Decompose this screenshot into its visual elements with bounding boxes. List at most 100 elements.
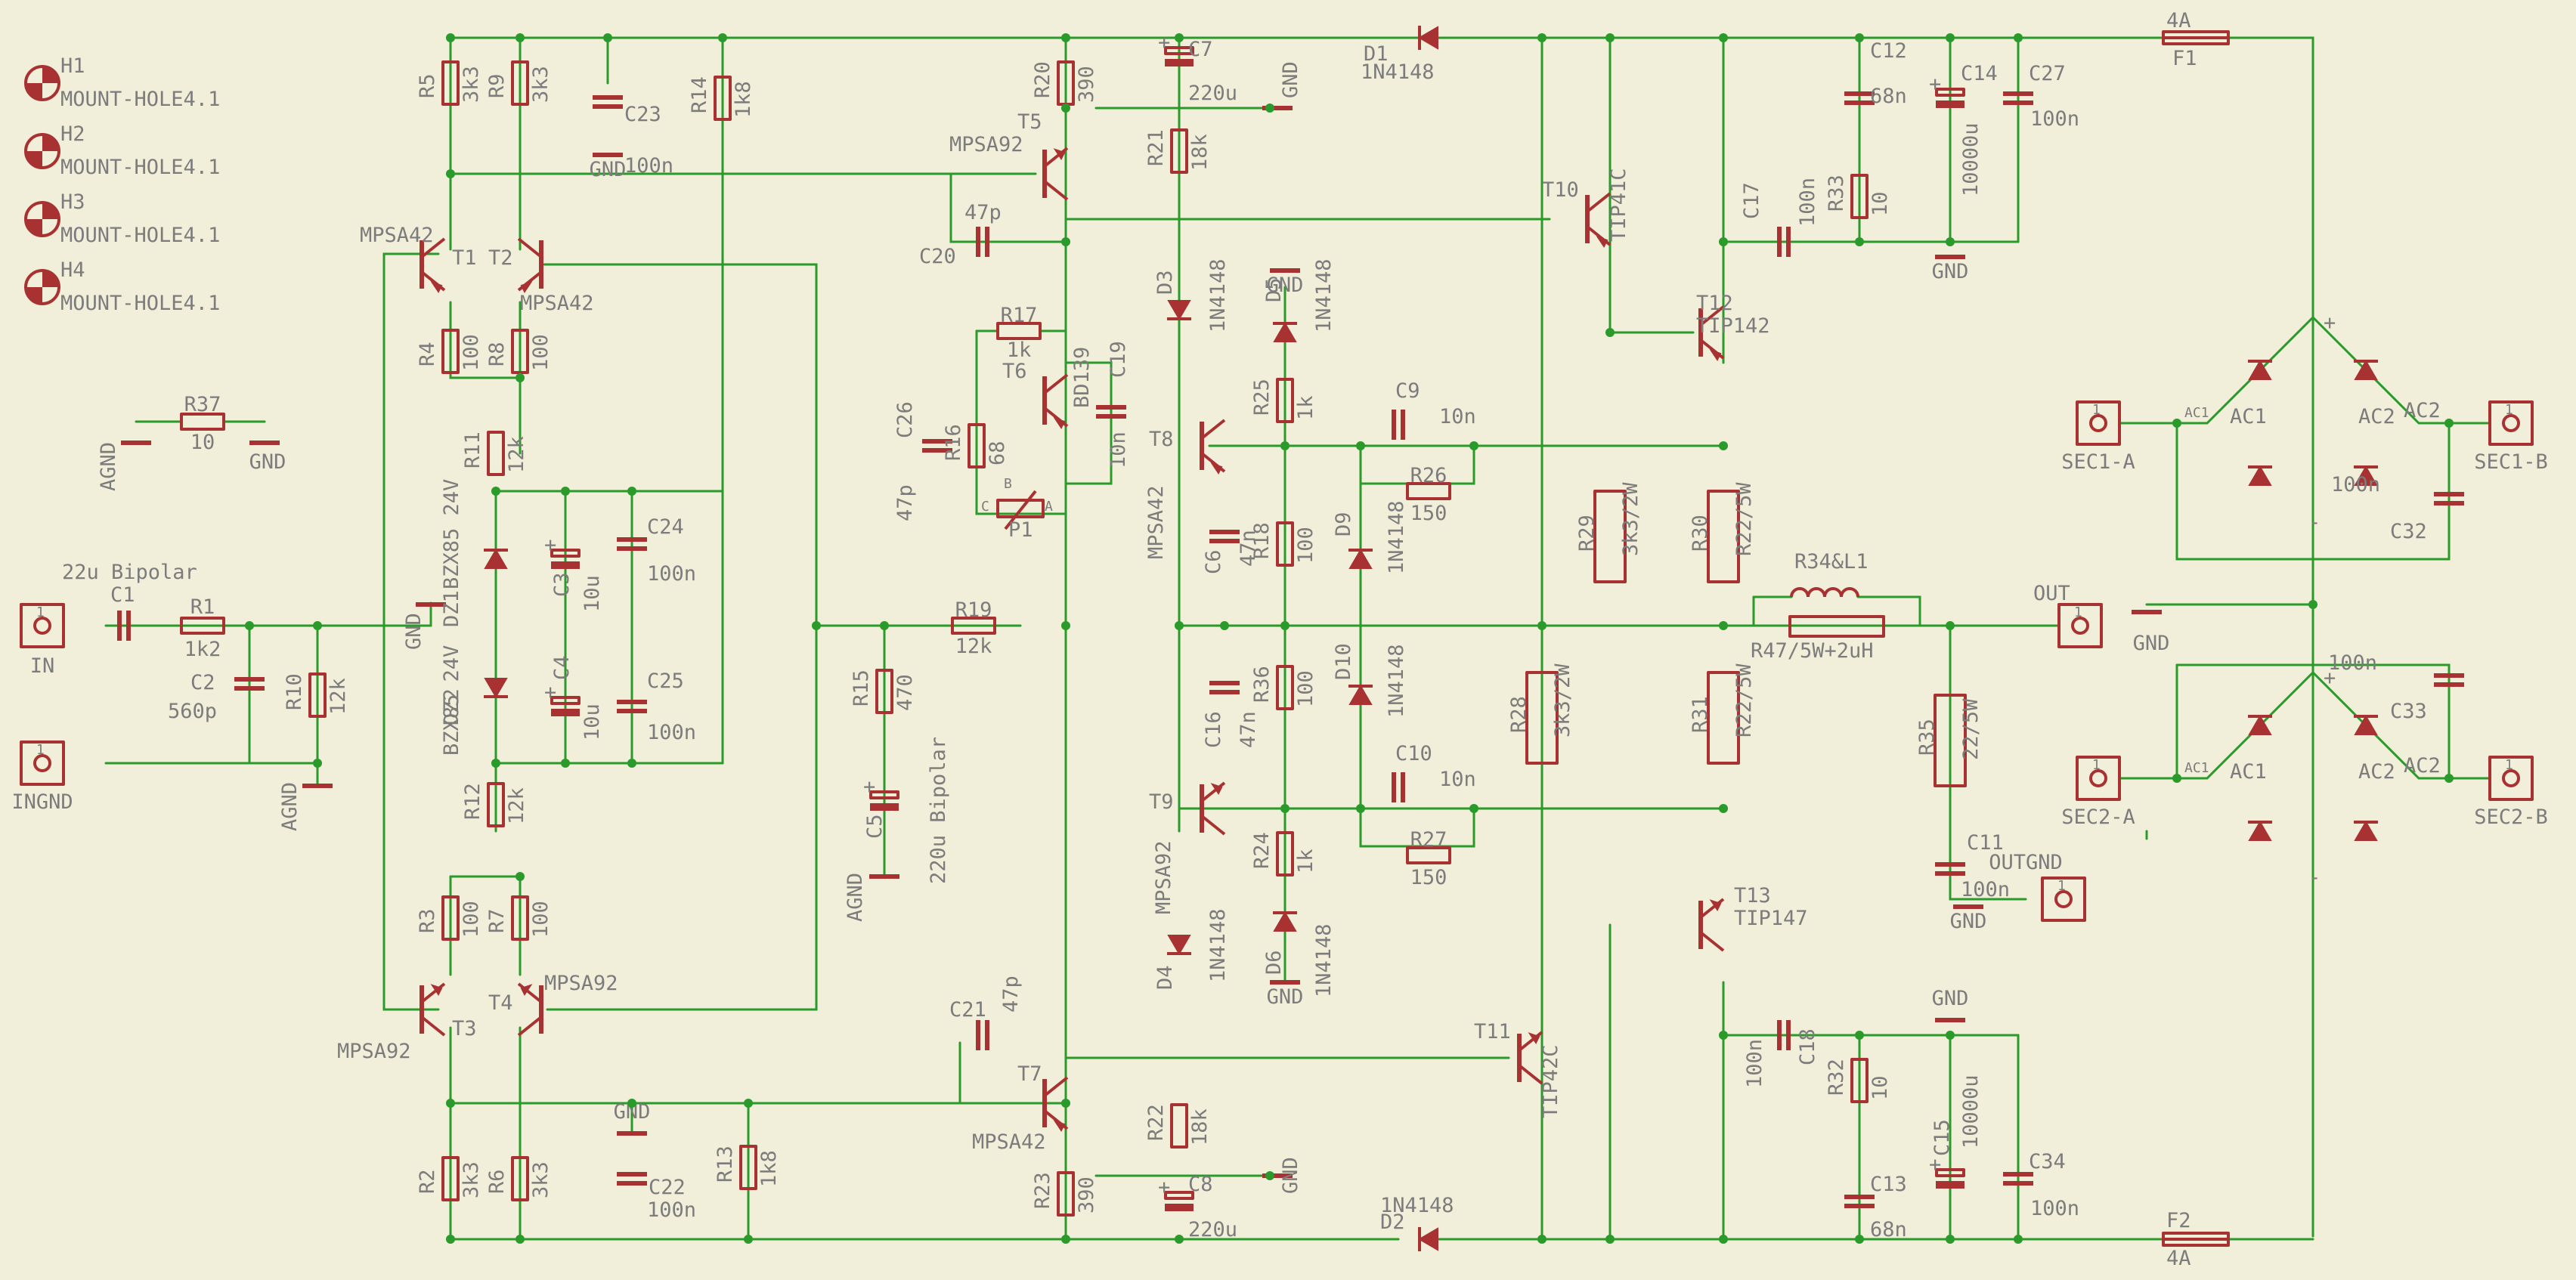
- capacitor-c7: +: [1158, 31, 1194, 66]
- bridge-ac1: AC1: [2230, 760, 2267, 784]
- resistor-value: 100: [460, 334, 483, 371]
- resistor-r24: [1276, 831, 1294, 877]
- diode: [1348, 549, 1373, 569]
- connector: 1: [2076, 756, 2121, 801]
- resistor-r22: [1170, 1103, 1188, 1149]
- junction: [603, 33, 612, 42]
- junction: [1537, 1235, 1547, 1244]
- resistor-r33: [1850, 174, 1869, 219]
- capacitor-value: 100n: [1743, 1039, 1766, 1088]
- mount-hole-1: [24, 65, 60, 101]
- resistor-r29: [1593, 490, 1627, 583]
- capacitor-value: 47p: [893, 484, 917, 521]
- junction: [1061, 104, 1070, 113]
- junction: [1061, 621, 1070, 630]
- transistor-value: MPSA92: [949, 133, 1023, 156]
- resistor-name: R18: [1250, 522, 1274, 559]
- transistor-value: MPSA42: [360, 224, 434, 247]
- wire: [975, 329, 1067, 515]
- junction: [744, 1235, 753, 1244]
- gnd-label: GND: [590, 158, 627, 181]
- capacitor-c27: [2003, 91, 2033, 105]
- resistor-r23: [1057, 1171, 1075, 1217]
- wire: [2228, 36, 2314, 1238]
- resistor-value: 1k2: [184, 638, 221, 661]
- resistor-name: R3: [416, 908, 439, 933]
- resistor-r17: [996, 322, 1042, 340]
- transistor-t6: [1042, 373, 1069, 429]
- capacitor-value: 10u: [581, 575, 604, 612]
- plus-sign: +: [1929, 73, 1941, 96]
- transistor-name: T9: [1149, 790, 1174, 814]
- diode-value: 1N4148: [1312, 923, 1336, 997]
- transistor-value: TIP42C: [1539, 1044, 1562, 1118]
- junction: [1719, 621, 1728, 630]
- capacitor-value: 47p: [964, 201, 1002, 224]
- capacitor-value: 47n: [1237, 711, 1260, 748]
- gnd-label: GND: [249, 450, 286, 474]
- bridge-ac2-outer: AC2: [2404, 754, 2441, 778]
- mount-hole-name: H1: [60, 54, 85, 78]
- resistor-value: 3k3/2W: [1619, 482, 1643, 556]
- junction: [1946, 33, 1955, 42]
- capacitor-c16: [1209, 681, 1240, 694]
- diode-value: 1N4148: [1206, 258, 1230, 332]
- resistor-value: 22/5W: [1959, 698, 1983, 760]
- transistor-name: T10: [1542, 178, 1579, 202]
- diode: [2354, 465, 2378, 486]
- junction: [313, 759, 322, 768]
- diode-value: 1N4148: [1312, 258, 1336, 332]
- resistor-r25: [1276, 378, 1294, 423]
- junction: [1061, 237, 1070, 246]
- bridge-minus: -: [2308, 866, 2321, 889]
- wire: [382, 252, 440, 1011]
- mount-hole-value: MOUNT-HOLE4.1: [60, 88, 220, 111]
- resistor-name: R1: [190, 595, 215, 619]
- resistor-r4: [441, 329, 460, 374]
- junction: [1061, 1099, 1070, 1108]
- resistor-name: R25: [1250, 379, 1274, 416]
- capacitor-value: 100n: [2030, 107, 2079, 131]
- diode-name: D1: [1364, 42, 1389, 66]
- wire: [1064, 361, 1113, 485]
- junction: [2014, 1235, 2023, 1244]
- diode-name: D5: [1262, 277, 1286, 302]
- diode: [2248, 360, 2272, 380]
- wires: [104, 36, 2491, 1241]
- junction: [2444, 774, 2454, 783]
- agnd-label: AGND: [97, 442, 120, 491]
- diode: [1273, 322, 1297, 342]
- junction: [1719, 237, 1728, 246]
- resistor-value: 100: [529, 901, 553, 938]
- capacitor-name: C34: [2029, 1150, 2066, 1173]
- resistor-r9: [511, 60, 529, 106]
- capacitor-name: C9: [1395, 379, 1420, 403]
- connector: 1: [20, 740, 65, 786]
- junction: [2014, 33, 2023, 42]
- capacitor: [976, 1020, 989, 1050]
- capacitor-value: 10n: [1439, 768, 1476, 791]
- connector: 1: [20, 603, 65, 648]
- resistor-value: 3k3/2W: [1551, 663, 1574, 737]
- transistor-t2: [517, 237, 543, 293]
- junction: [1356, 441, 1365, 450]
- resistor-name: R2: [416, 1169, 439, 1194]
- junction: [446, 169, 455, 178]
- resistor-name: R37: [184, 393, 221, 416]
- resistor-value: 68: [986, 441, 1009, 465]
- junctions: [245, 33, 2454, 1244]
- bridge-plus: +: [2324, 666, 2336, 690]
- resistor-value: 18k: [1188, 1108, 1212, 1146]
- resistor-name: R32: [1825, 1059, 1848, 1096]
- transistor-t10: [1585, 192, 1612, 248]
- transistor-value: BD139: [1070, 347, 1094, 408]
- junction: [1605, 33, 1615, 42]
- capacitor-name: C16: [1202, 711, 1225, 748]
- bridge-ac2: AC2: [2358, 405, 2395, 428]
- resistor-name: R10: [283, 673, 306, 710]
- resistor-value: R47/5W+2uH: [1751, 639, 1874, 663]
- resistor-r5: [441, 60, 460, 106]
- pin-number: 1: [2505, 402, 2513, 418]
- mount-hole-name: H4: [60, 258, 85, 282]
- capacitor-value: 100n: [2030, 1197, 2079, 1220]
